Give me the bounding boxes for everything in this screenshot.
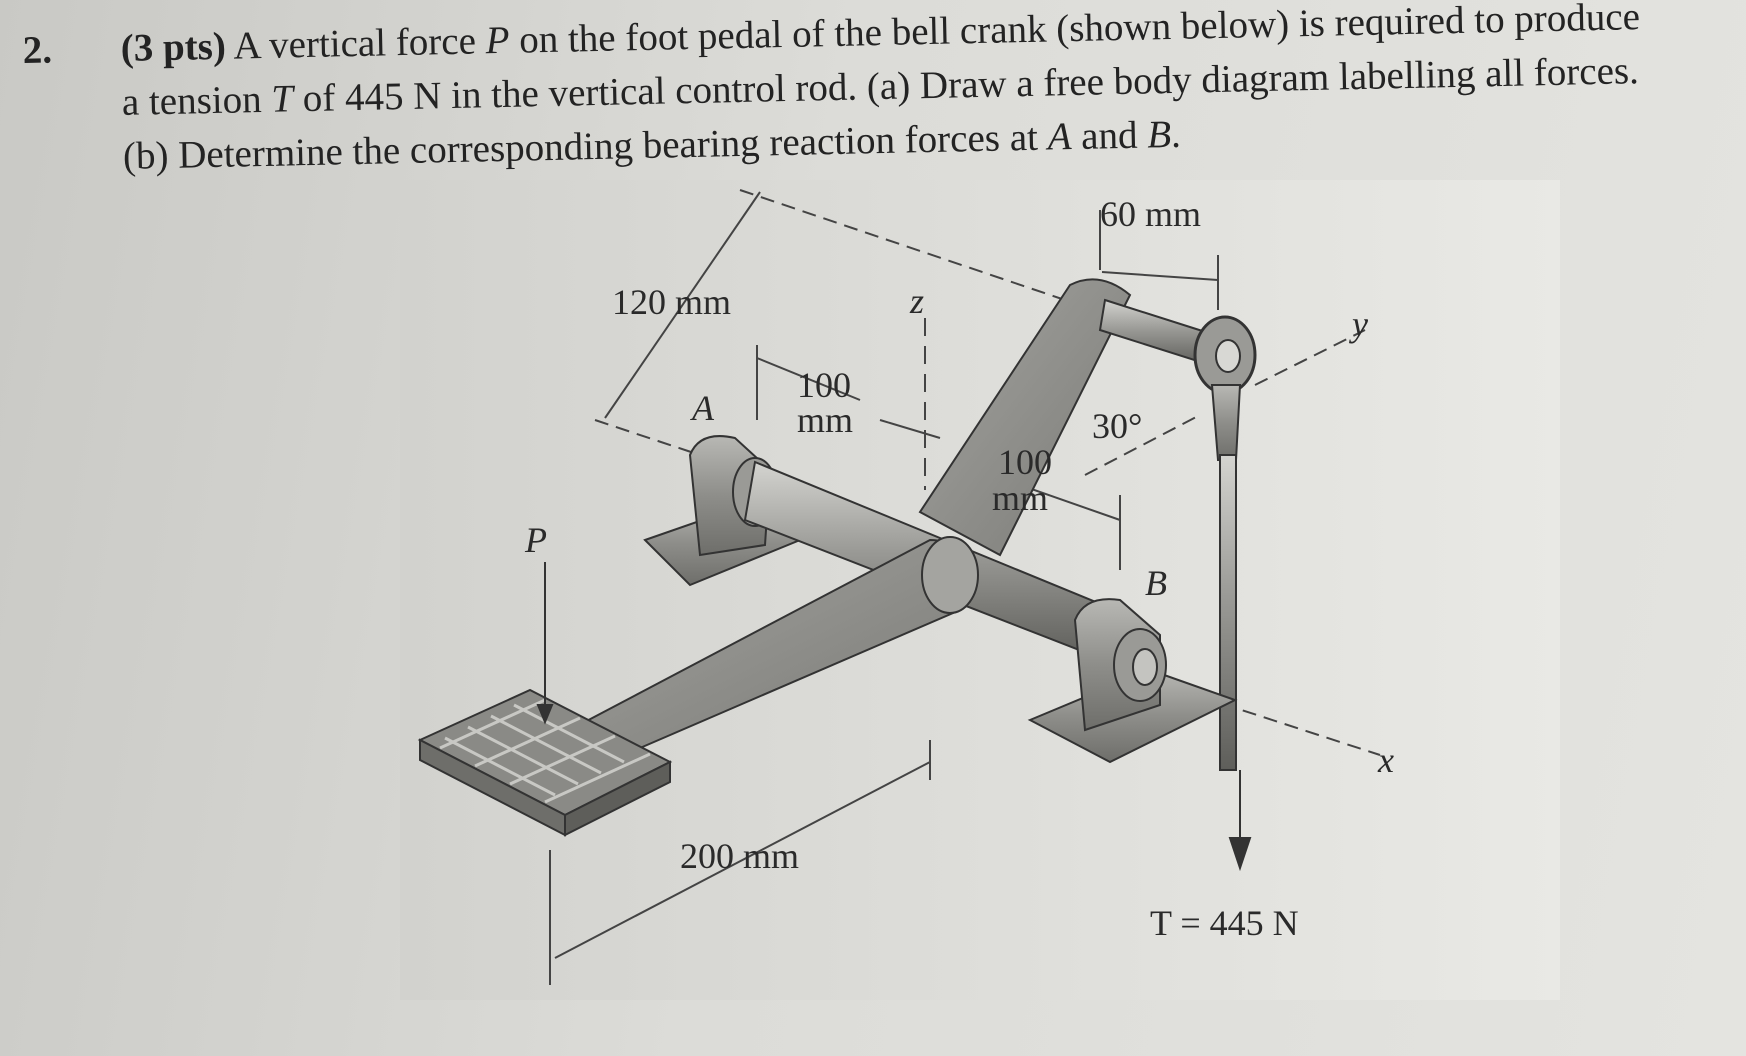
- tension-label: T = 445 N: [1150, 903, 1299, 943]
- axis-z-label: z: [909, 281, 924, 321]
- dim-120-label: 120 mm: [612, 282, 731, 322]
- axis-x-label: x: [1377, 740, 1394, 780]
- dim-200-label: 200 mm: [680, 836, 799, 876]
- axis-y-label: y: [1349, 304, 1368, 344]
- dim-100-top-label-2: mm: [797, 400, 853, 440]
- label-b: B: [1145, 563, 1167, 603]
- y-axis: [1254, 329, 1366, 386]
- pedal-arm: [556, 538, 977, 750]
- angle-label: 30°: [1092, 406, 1142, 446]
- dim-100-mid-label-1: 100: [998, 442, 1052, 482]
- dim-100-mid-label-2: mm: [992, 478, 1048, 518]
- pedal-grid: [439, 698, 651, 804]
- dim-60-label: 60 mm: [1100, 194, 1201, 234]
- dim-100-top-line: [756, 357, 861, 401]
- dim-120-line: [604, 191, 761, 419]
- dim-100-top-label-1: 100: [797, 365, 851, 405]
- crank-hub: [921, 536, 979, 614]
- upper-crank-arm: [918, 278, 1132, 557]
- dim-60-line: [1101, 271, 1219, 281]
- dim-200-line: [554, 761, 931, 959]
- control-rod: [1219, 454, 1237, 771]
- dimension-lines: [549, 189, 1381, 985]
- label-a: A: [690, 388, 715, 428]
- force-arrows: [536, 562, 1252, 872]
- label-p: P: [524, 520, 547, 560]
